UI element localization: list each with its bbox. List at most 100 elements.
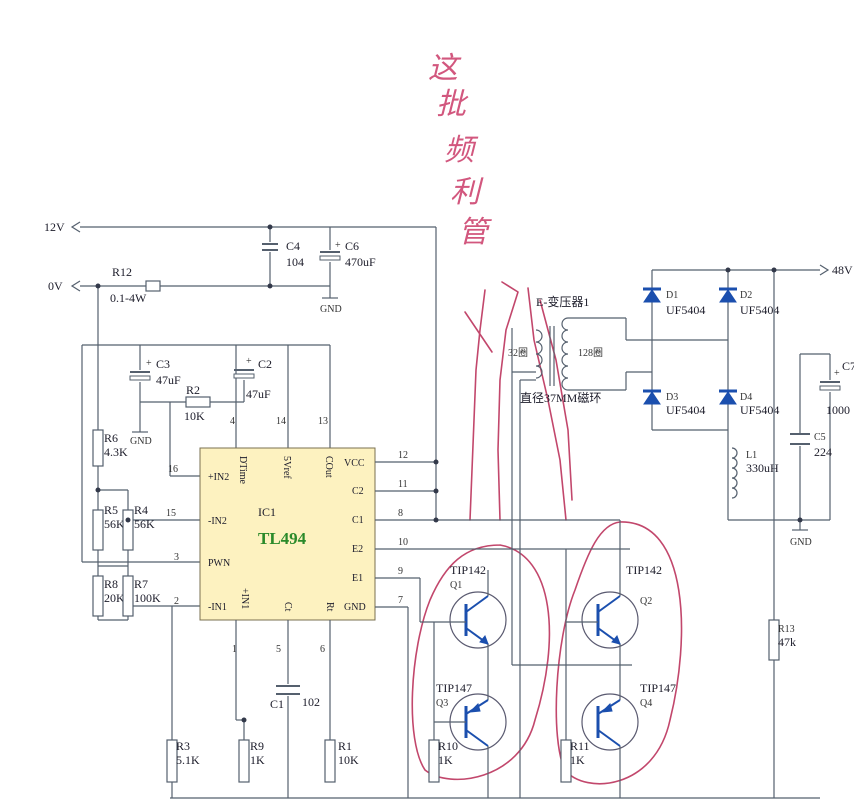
capacitor-c7: + C7 1000 [819, 359, 854, 417]
q2-arrow [611, 635, 621, 645]
ic-pin-label-gnd: GND [344, 602, 366, 613]
r9-ref: R9 [250, 739, 264, 753]
ic-tl494: +IN2 -IN2 PWN -IN1 VCC C2 C1 E2 E1 GND D… [166, 416, 408, 655]
r4-body [122, 509, 134, 551]
q3-ref: Q3 [436, 698, 448, 709]
d2-value: UF5404 [740, 303, 779, 317]
junction-dots [95, 224, 803, 723]
output-filter: GND [728, 270, 831, 798]
q4-value: TIP147 [640, 681, 676, 695]
r9-value: 1K [250, 753, 265, 767]
c5-ref: C5 [814, 432, 826, 443]
c6-value: 470uF [345, 255, 376, 269]
handwriting-char-3: 频 [444, 133, 479, 168]
gnd-label: GND [790, 537, 812, 548]
ic-pin-label-c1: C1 [352, 515, 364, 526]
junction-dot [241, 717, 247, 723]
c7-plate-polarized [819, 385, 841, 391]
handwriting-char-5: 管 [458, 215, 492, 250]
d4-ref: D4 [740, 392, 752, 403]
ic-pin-label-e2: E2 [352, 544, 363, 555]
ic-pin-number: 14 [276, 416, 286, 427]
q4-ref: Q4 [640, 698, 652, 709]
c7-plus: + [834, 368, 840, 379]
resistor-r3: R3 5.1K [166, 739, 200, 783]
handwritten-annotation: 这 批 频 利 管 [411, 51, 683, 785]
transformer-secondary-turns: 128圈 [578, 347, 603, 359]
junction-dot [95, 487, 101, 493]
rail-48v-arrow [819, 264, 830, 276]
ic-pin-number: 4 [230, 416, 235, 427]
d4-value: UF5404 [740, 403, 779, 417]
handwritten-stroke [497, 281, 519, 521]
rail-48v-label: 48V [832, 263, 853, 277]
q4-arrow [600, 703, 613, 713]
q4-case [581, 693, 639, 751]
resistor-r12: R12 0.1-4W [110, 265, 161, 305]
ic-pin-label-in1p: +IN1 [239, 588, 250, 609]
resistor-r1: R1 10K [324, 739, 359, 783]
transistor-q2: TIP142 Q2 [565, 520, 662, 740]
q3-collector [465, 729, 489, 747]
r8-body [92, 575, 104, 617]
handwritten-circle-q2-q4 [555, 521, 683, 785]
r9-body [238, 739, 250, 783]
r11-ref: R11 [570, 739, 590, 753]
junction-dot [125, 517, 131, 523]
r3-body [166, 739, 178, 783]
c3-plate-polarized [129, 375, 151, 381]
ic-pin-label-vcc: VCC [344, 458, 365, 469]
l1-value: 330uH [746, 461, 779, 475]
capacitor-c4: C4 104 [262, 227, 304, 286]
r12-value: 0.1-4W [110, 291, 147, 305]
handwritten-mark [464, 311, 493, 353]
transformer-core-note: 直径37MM磁环 [520, 390, 601, 405]
rail-0v-arrow [70, 280, 81, 292]
c6-ref: C6 [345, 239, 359, 253]
ic-pin-label-cout: COut [323, 456, 334, 478]
r2-value: 10K [184, 409, 205, 423]
r7-body [122, 575, 134, 617]
c2-value: 47uF [246, 387, 271, 401]
r13-value: 47k [778, 635, 796, 649]
resistor-r7: R7 100K [122, 575, 161, 617]
r1-ref: R1 [338, 739, 352, 753]
r5-body [92, 509, 104, 551]
rail-0v-label: 0V [48, 279, 63, 293]
c1-value: 102 [302, 695, 320, 709]
rail-12v-label: 12V [44, 220, 65, 234]
resistor-r13: R13 47k [768, 619, 796, 661]
c7-value: 1000 [826, 403, 850, 417]
q1-case [449, 591, 507, 649]
diode-d2: D2 UF5404 [719, 287, 779, 317]
handwriting-char-4: 利 [450, 175, 484, 210]
q3-arrow [468, 703, 481, 713]
capacitor-c3: + C3 47uF GND [129, 357, 181, 447]
ic-pin-number: 9 [398, 566, 403, 577]
c6-plate-polarized [319, 255, 341, 261]
ic-pin-number: 15 [166, 508, 176, 519]
c7-ref: C7 [842, 359, 854, 373]
r7-ref: R7 [134, 577, 148, 591]
c4-ref: C4 [286, 239, 300, 253]
c6-plus: + [335, 240, 341, 251]
r5-value: 56K [104, 517, 125, 531]
rail-12v-arrow [70, 221, 81, 233]
ic-pin-number: 5 [276, 644, 281, 655]
ic-output-wiring [170, 461, 820, 799]
q2-ref: Q2 [640, 596, 652, 607]
d2-ref: D2 [740, 290, 752, 301]
q3-value: TIP147 [436, 681, 472, 695]
ic-pin-label-rt: Rt [324, 602, 335, 612]
ic-pin-number: 13 [318, 416, 328, 427]
r8-ref: R8 [104, 577, 118, 591]
handwritten-stroke [527, 287, 567, 521]
d1-symbol [643, 289, 661, 303]
ic-pin-label-e1: E1 [352, 573, 363, 584]
junction-dot [433, 517, 439, 523]
r11-body [560, 739, 572, 783]
ic-pin-number: 10 [398, 537, 408, 548]
ic-pin-number: 11 [398, 479, 408, 490]
r1-value: 10K [338, 753, 359, 767]
